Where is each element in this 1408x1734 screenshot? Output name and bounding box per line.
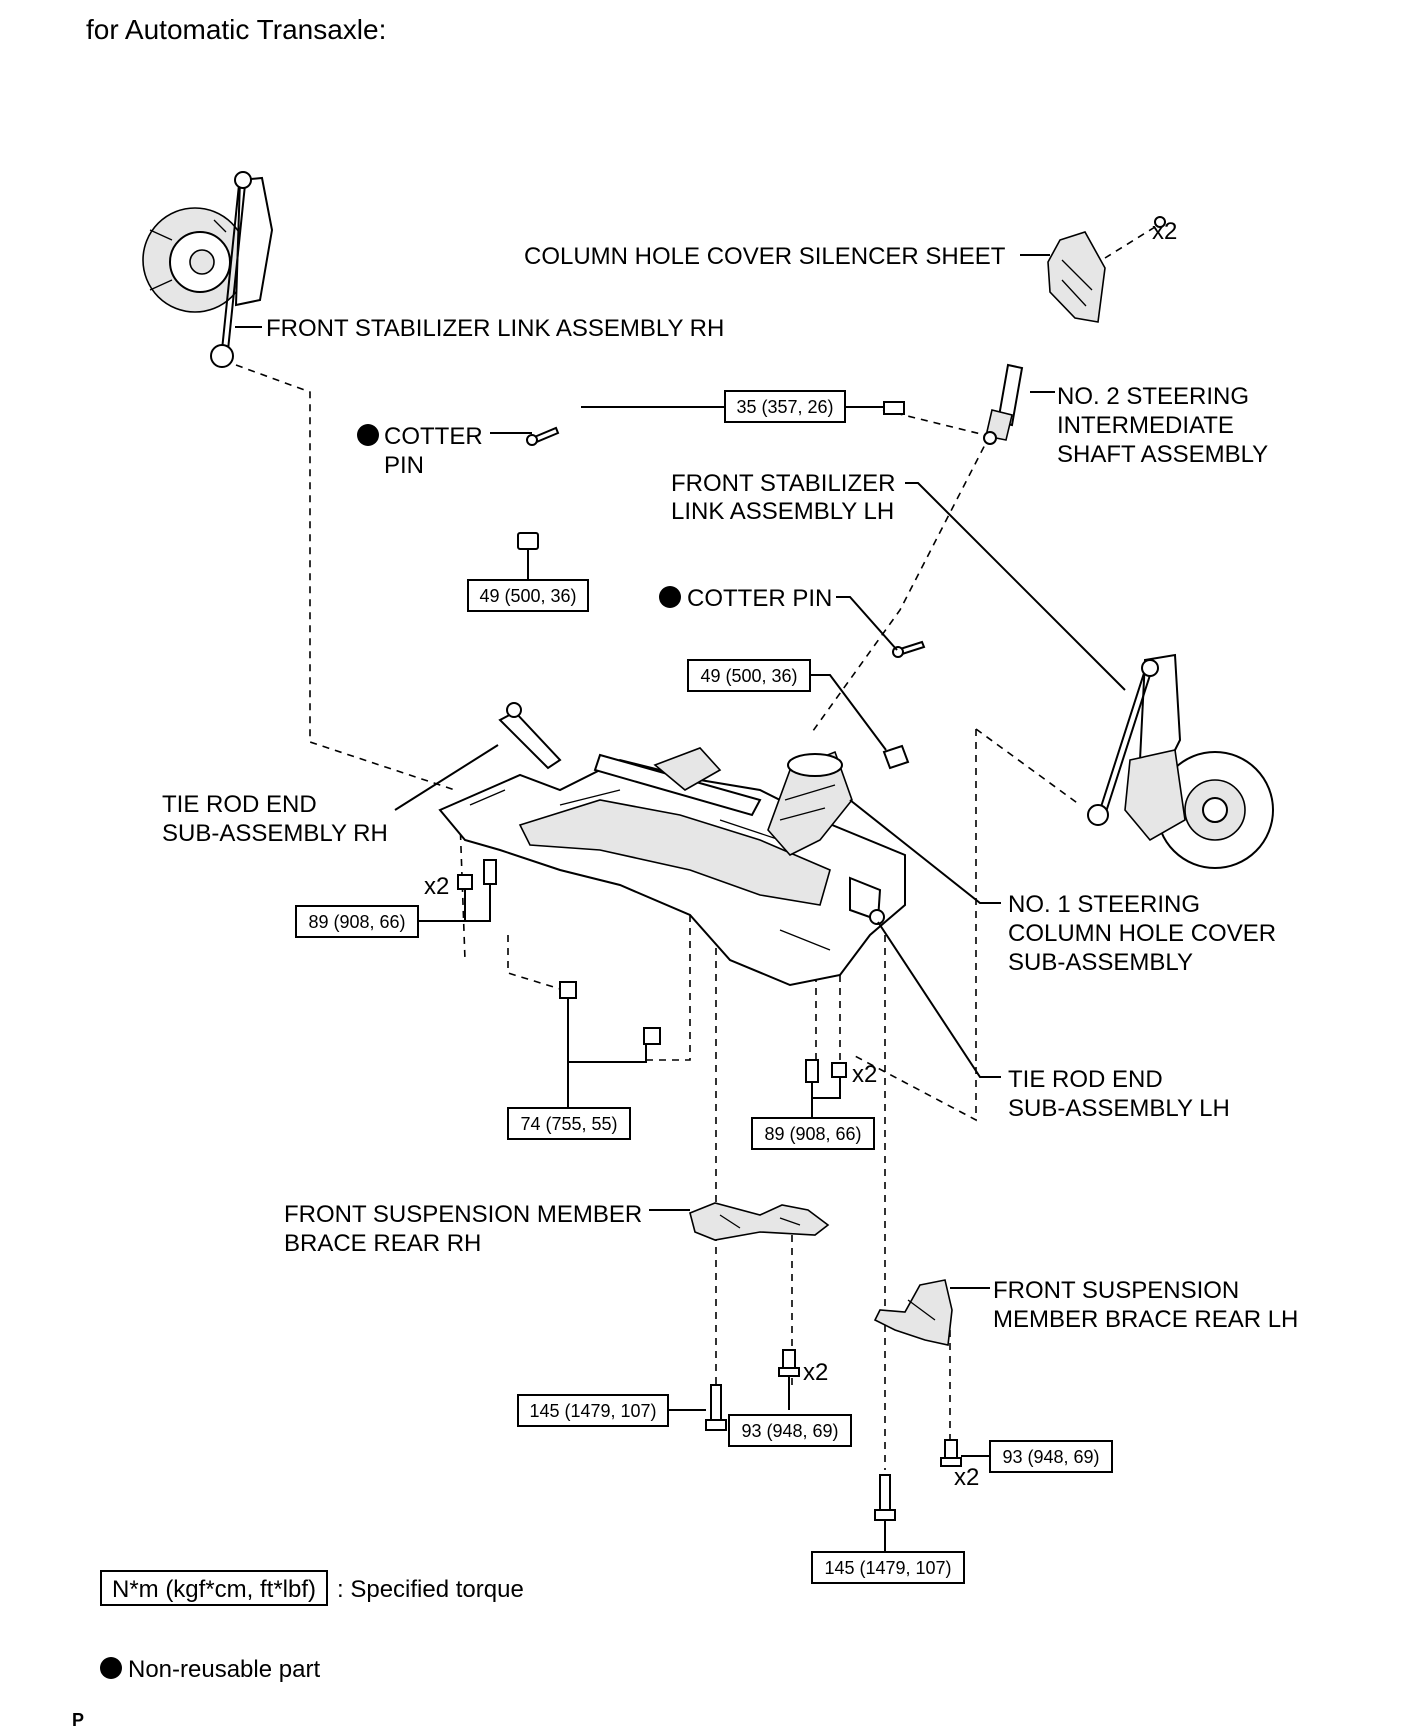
torque-shaft-bolt: 35 (357, 26) <box>724 390 846 423</box>
member-nut-center-2 <box>643 1027 661 1045</box>
torque-rh-member-bolts: 89 (908, 66) <box>295 905 419 938</box>
svg-text:74 (755, 55): 74 (755, 55) <box>520 1114 617 1134</box>
brace-rh-long-bolt <box>705 1384 727 1431</box>
qty-brace-rh: x2 <box>803 1359 828 1386</box>
front-suspension-member-brace-rear-rh <box>689 1202 830 1241</box>
svg-text:Non-reusable part: Non-reusable part <box>128 1656 320 1683</box>
svg-text:89 (908, 66): 89 (908, 66) <box>764 1124 861 1144</box>
torque-brace-lh-long-bolt: 145 (1479, 107) <box>811 1551 965 1584</box>
no2-steering-intermediate-shaft <box>983 363 1024 445</box>
label-front-stabilizer-link-rh: FRONT STABILIZER LINK ASSEMBLY RH <box>266 315 724 342</box>
legend-specified-torque: N*m (kgf*cm, ft*lbf) : Specified torque <box>100 1570 524 1606</box>
label-column-hole-cover-silencer-sheet: COLUMN HOLE COVER SILENCER SHEET <box>524 243 1006 270</box>
non-reusable-marker-cotter-lh <box>659 586 681 608</box>
label-front-stabilizer-link-lh-line1: FRONT STABILIZER <box>671 470 895 497</box>
torque-rh-nut: 49 (500, 36) <box>467 579 589 612</box>
qty-brace-lh: x2 <box>954 1464 979 1491</box>
label-no1-column-hole-cover-line2: COLUMN HOLE COVER <box>1008 920 1276 947</box>
castle-nut-rh <box>517 532 539 550</box>
front-suspension-member-brace-rear-lh <box>873 1279 953 1346</box>
leader-lines <box>235 254 1126 1552</box>
tie-rod-end-rh-part <box>498 702 562 770</box>
label-cotter-pin-rh-line2: PIN <box>384 452 424 479</box>
non-reusable-marker-cotter-rh <box>357 424 379 446</box>
torque-lh-member-bolts: 89 (908, 66) <box>751 1117 875 1150</box>
column-hole-cover-silencer-sheet <box>1047 216 1166 323</box>
footer-code: P <box>72 1710 84 1730</box>
torque-brace-lh-bolts: 93 (948, 69) <box>989 1440 1113 1473</box>
torque-lh-nut: 49 (500, 36) <box>687 659 811 692</box>
svg-text:49 (500, 36): 49 (500, 36) <box>479 586 576 606</box>
front-stabilizer-link-rh <box>210 171 252 368</box>
label-tie-rod-end-lh-line2: SUB-ASSEMBLY LH <box>1008 1095 1230 1122</box>
label-cotter-pin-rh-line1: COTTER <box>384 423 483 450</box>
shaft-bolt <box>883 401 905 415</box>
brace-rh-bolts <box>778 1349 800 1377</box>
svg-text:: Specified torque: : Specified torque <box>337 1576 524 1603</box>
svg-text:89 (908, 66): 89 (908, 66) <box>308 912 405 932</box>
svg-text:93 (948, 69): 93 (948, 69) <box>741 1421 838 1441</box>
svg-text:145 (1479, 107): 145 (1479, 107) <box>529 1401 656 1421</box>
no1-steering-column-hole-cover <box>767 750 853 856</box>
label-no2-steering-shaft-line3: SHAFT ASSEMBLY <box>1057 441 1268 468</box>
member-nut-center-1 <box>559 981 577 999</box>
label-brace-rear-rh-line1: FRONT SUSPENSION MEMBER <box>284 1201 642 1228</box>
torque-brace-rh-bolts: 93 (948, 69) <box>728 1414 852 1447</box>
brace-lh-bolts <box>940 1439 962 1467</box>
svg-text:145 (1479, 107): 145 (1479, 107) <box>824 1558 951 1578</box>
page-title: for Automatic Transaxle: <box>86 14 386 45</box>
label-brace-rear-lh-line2: MEMBER BRACE REAR LH <box>993 1306 1298 1333</box>
torque-center-nuts: 74 (755, 55) <box>507 1107 631 1140</box>
svg-text:35 (357, 26): 35 (357, 26) <box>736 397 833 417</box>
label-tie-rod-end-lh-line1: TIE ROD END <box>1008 1066 1163 1093</box>
label-brace-rear-rh-line2: BRACE REAR RH <box>284 1230 481 1257</box>
label-tie-rod-end-rh-line1: TIE ROD END <box>162 791 317 818</box>
svg-text:49 (500, 36): 49 (500, 36) <box>700 666 797 686</box>
legend-non-reusable: Non-reusable part <box>100 1656 320 1683</box>
front-stabilizer-link-lh <box>1087 659 1159 826</box>
qty-silencer-clips: x2 <box>1152 218 1177 245</box>
steering-knuckle-lh <box>1124 653 1274 869</box>
label-brace-rear-lh-line1: FRONT SUSPENSION <box>993 1277 1239 1304</box>
label-no2-steering-shaft-line1: NO. 2 STEERING <box>1057 383 1249 410</box>
steering-knuckle-rh <box>142 176 274 313</box>
qty-rh-member: x2 <box>424 873 449 900</box>
svg-text:93 (948, 69): 93 (948, 69) <box>1002 1447 1099 1467</box>
cotter-pin-rh-part <box>526 426 560 446</box>
brace-lh-long-bolt <box>874 1474 896 1521</box>
label-no1-column-hole-cover-line1: NO. 1 STEERING <box>1008 891 1200 918</box>
label-no1-column-hole-cover-line3: SUB-ASSEMBLY <box>1008 949 1193 976</box>
qty-lh-member: x2 <box>852 1061 877 1088</box>
label-no2-steering-shaft-line2: INTERMEDIATE <box>1057 412 1234 439</box>
castle-nut-lh <box>882 744 910 770</box>
tie-rod-end-lh-part <box>849 876 885 925</box>
label-front-stabilizer-link-lh-line2: LINK ASSEMBLY LH <box>671 498 894 525</box>
label-tie-rod-end-rh-line2: SUB-ASSEMBLY RH <box>162 820 388 847</box>
svg-text:N*m (kgf*cm, ft*lbf): N*m (kgf*cm, ft*lbf) <box>112 1576 316 1603</box>
label-cotter-pin-lh: COTTER PIN <box>687 585 832 612</box>
torque-brace-rh-long-bolt: 145 (1479, 107) <box>517 1394 669 1427</box>
cotter-pin-lh-part <box>892 640 926 658</box>
